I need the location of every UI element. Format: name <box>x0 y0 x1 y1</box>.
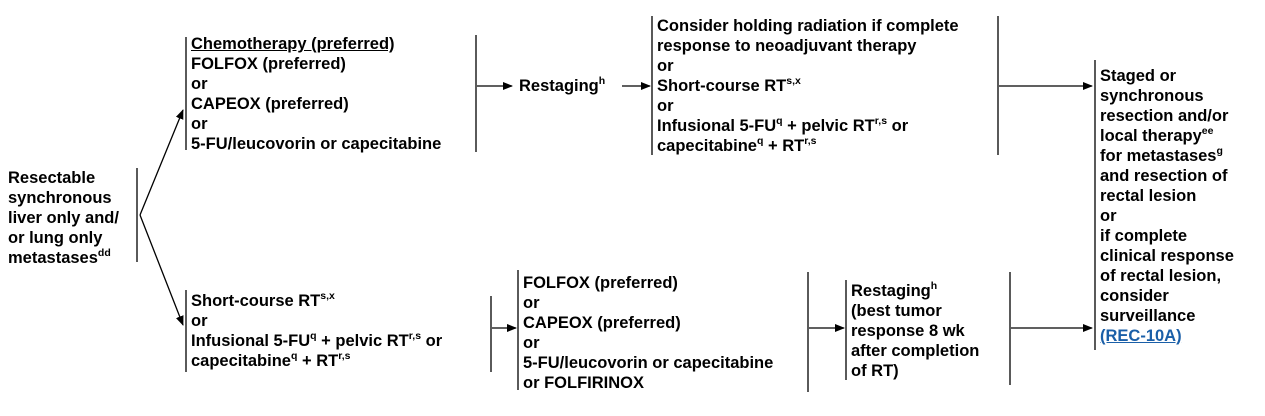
entry-line: Resectable <box>8 169 96 187</box>
chemo-heading: Chemotherapy (preferred) <box>191 35 395 53</box>
chemo-or: or <box>191 75 208 93</box>
rt-short-course: Short-course RTs,x <box>191 289 335 310</box>
radiation-or: or <box>657 57 674 75</box>
chemo-option: FOLFOX (preferred) <box>191 55 346 73</box>
chemo-box-bottom: FOLFOX (preferred) or CAPEOX (preferred)… <box>523 273 773 393</box>
entry-line: or lung only <box>8 229 103 247</box>
footnote-dd: dd <box>97 246 111 259</box>
radiation-line: Consider holding radiation if complete <box>657 17 959 35</box>
radiation-short-course: Short-course RTs,x <box>657 74 801 95</box>
radiation-box: Consider holding radiation if complete r… <box>657 16 959 156</box>
rt-capecitabine: capecitabineq + RTr,s <box>191 349 351 370</box>
rec-10a-link[interactable]: (REC-10A) <box>1100 327 1182 345</box>
radiation-infusional: Infusional 5-FUq + pelvic RTr,s or <box>657 114 909 135</box>
chemo-bottom-option: FOLFOX (preferred) <box>523 274 678 292</box>
footnote-h: h <box>930 279 938 292</box>
rt-box-bottom: Short-course RTs,x or Infusional 5-FUq +… <box>191 289 443 371</box>
rt-infusional: Infusional 5-FUq + pelvic RTr,s or <box>191 329 443 350</box>
restaging-top: Restagingh <box>519 74 606 95</box>
radiation-line: response to neoadjuvant therapy <box>657 37 917 55</box>
chemo-option: CAPEOX (preferred) <box>191 95 349 113</box>
branch-arrow-top <box>139 109 184 216</box>
branch-arrow-bottom <box>139 214 184 326</box>
chemo-bottom-or: or <box>523 294 540 312</box>
rt-or: or <box>191 312 208 330</box>
chemo-bottom-option: CAPEOX (preferred) <box>523 314 681 332</box>
entry-line: synchronous <box>8 189 112 207</box>
chemo-option: 5-FU/leucovorin or capecitabine <box>191 135 442 153</box>
chemo-bottom-or: or <box>523 334 540 352</box>
outcome-box: Staged or synchronous resection and/or l… <box>1100 67 1234 345</box>
chemo-bottom-option: or FOLFIRINOX <box>523 374 644 392</box>
entry-line: liver only and/ <box>8 209 119 227</box>
chemo-or: or <box>191 115 208 133</box>
chemo-bottom-option: 5-FU/leucovorin or capecitabine <box>523 354 774 372</box>
radiation-capecitabine: capecitabineq + RTr,s <box>657 134 817 155</box>
restaging-bottom: Restagingh (best tumor response 8 wk aft… <box>851 279 980 380</box>
footnote-h: h <box>598 74 606 87</box>
entry-line-last: metastasesdd <box>8 246 111 267</box>
radiation-or: or <box>657 97 674 115</box>
entry-condition: Resectable synchronous liver only and/ o… <box>8 168 119 268</box>
chemo-box-top: Chemotherapy (preferred) FOLFOX (preferr… <box>191 34 441 154</box>
